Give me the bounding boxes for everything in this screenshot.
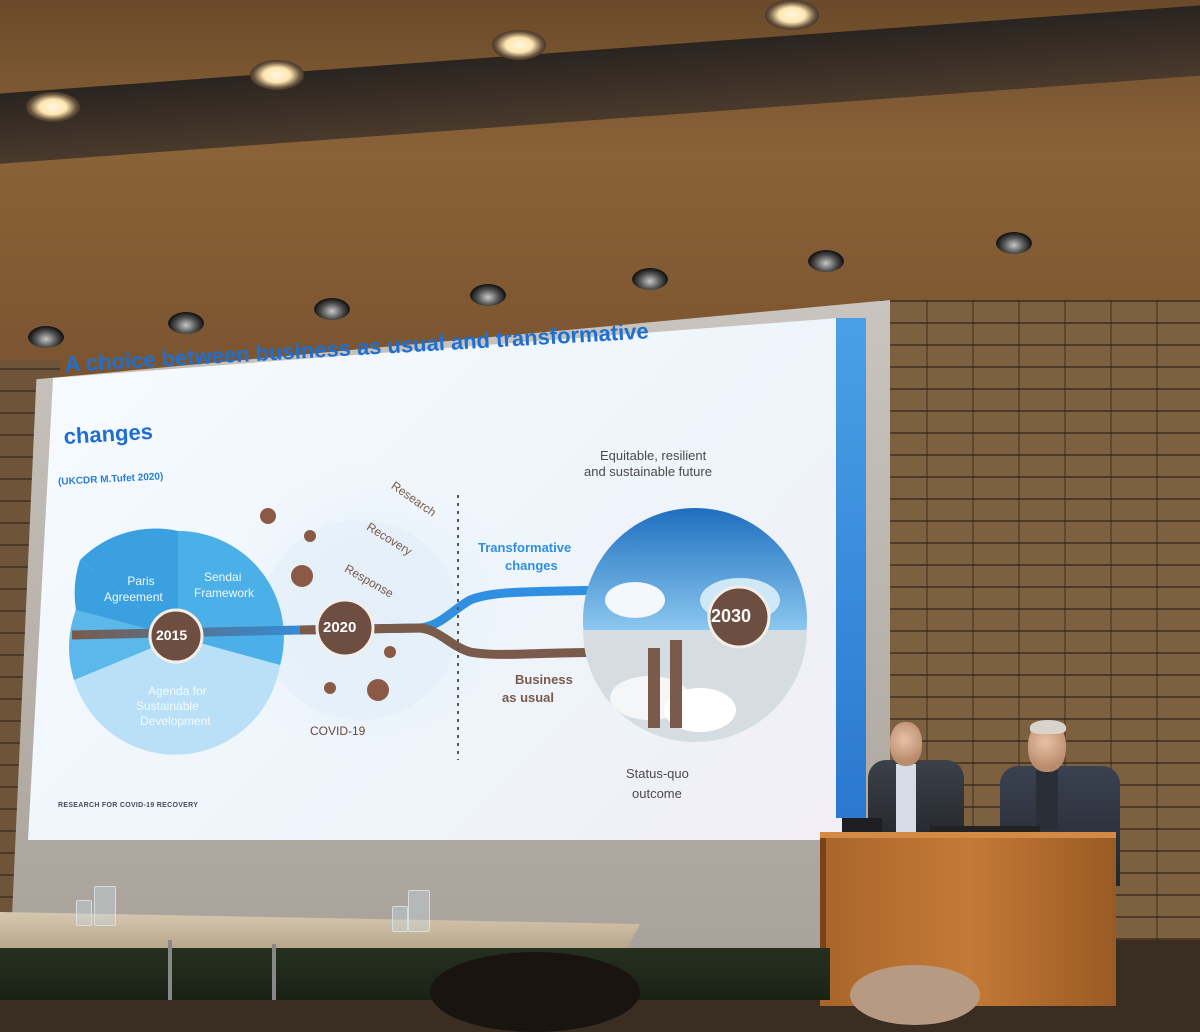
lower-path-line	[299, 623, 613, 659]
ceiling-light	[26, 92, 80, 122]
label-sendai: Sendai	[204, 570, 242, 584]
ceiling-spotlight	[314, 298, 350, 320]
ceiling-spotlight	[808, 250, 844, 272]
label-changes: changes	[505, 558, 558, 573]
node-2020	[315, 598, 375, 658]
smokestack	[648, 648, 660, 728]
node-2015	[148, 608, 204, 664]
label-sustainable: Sustainable	[136, 699, 199, 713]
node-2030	[707, 585, 771, 649]
speaker-right-shirt	[1036, 770, 1058, 830]
audience-head	[850, 965, 980, 1025]
label-equitable: Equitable, resilient	[600, 448, 707, 463]
ceiling-spotlight	[470, 284, 506, 306]
virus-icons	[260, 508, 396, 701]
ceiling-light	[492, 30, 546, 60]
ceiling-light	[765, 0, 819, 30]
speaker-left-head	[890, 722, 922, 766]
label-paris: Paris	[127, 574, 155, 588]
ceiling-spotlight	[168, 312, 204, 334]
transition-diagram	[69, 462, 807, 762]
speaker-left-shirt	[896, 764, 916, 834]
label-status-quo: Status-quo	[626, 766, 689, 781]
label-as-usual: as usual	[502, 690, 555, 705]
floor	[0, 948, 830, 1000]
year-2020: 2020	[323, 619, 357, 636]
virus-icon	[324, 682, 336, 694]
lectern-edge	[820, 838, 826, 1000]
water-glass	[76, 900, 92, 926]
ceiling-spotlight	[28, 326, 64, 348]
slide-accent-bar	[836, 318, 866, 818]
speaker-right-hair	[1030, 720, 1066, 734]
ceiling-spotlight	[632, 268, 668, 290]
label-outcome: outcome	[632, 786, 682, 801]
water-jug	[94, 886, 116, 926]
virus-icon	[304, 530, 316, 542]
virus-icon	[367, 679, 389, 701]
water-glass	[392, 906, 408, 932]
virus-icon	[384, 646, 396, 658]
label-development: Development	[140, 714, 211, 728]
audience-head	[430, 952, 640, 1032]
label-agreement: Agreement	[104, 590, 163, 604]
ceiling-light	[250, 60, 304, 90]
virus-icon	[291, 565, 313, 587]
year-2030: 2030	[711, 606, 752, 626]
ceiling-spotlight	[996, 232, 1032, 254]
ceiling	[0, 0, 1200, 380]
label-transformative: Transformative	[478, 540, 572, 555]
label-sustainable-future: and sustainable future	[584, 464, 712, 479]
water-jug	[408, 890, 430, 932]
segment-paris	[80, 528, 178, 637]
segment-agenda	[74, 637, 280, 755]
virus-icon	[260, 508, 276, 524]
table-leg	[168, 940, 172, 1000]
table-leg	[272, 944, 276, 1000]
laptop	[842, 818, 882, 834]
label-business: Business	[515, 672, 573, 687]
label-agenda-for: Agenda for	[148, 684, 207, 698]
slide-footer: RESEARCH FOR COVID-19 RECOVERY	[58, 802, 199, 809]
right-circle	[583, 508, 807, 742]
year-2015: 2015	[156, 627, 188, 643]
smokestack	[670, 640, 682, 728]
label-covid: COVID-19	[310, 724, 366, 738]
label-framework: Framework	[194, 586, 255, 600]
